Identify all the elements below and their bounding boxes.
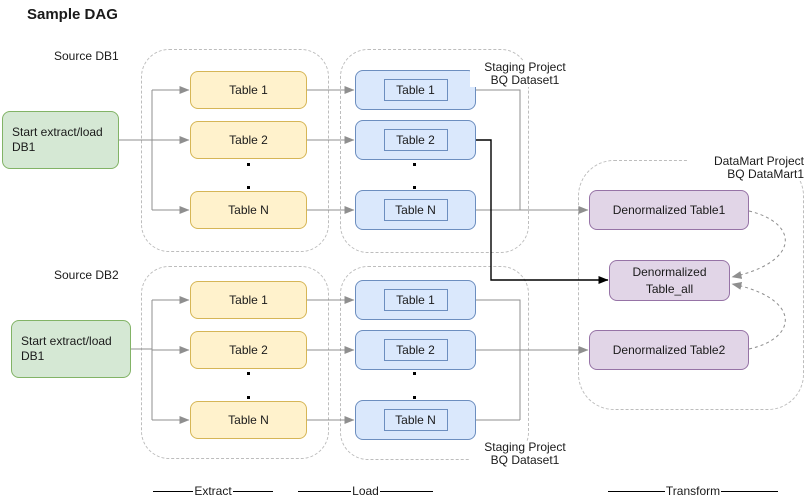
- source-db1-label: Source DB1: [54, 49, 119, 63]
- phase-load-label: Load: [352, 484, 379, 498]
- load-db1-table-n: Table N: [355, 190, 476, 230]
- load-group-db2: [340, 266, 529, 460]
- phase-line: [379, 490, 434, 492]
- staging-project-label-db1: Staging Project BQ Dataset1: [470, 61, 580, 87]
- source-db2-label: Source DB2: [54, 268, 119, 282]
- phase-line: [232, 490, 273, 492]
- load-db2-table-n: Table N: [355, 400, 476, 440]
- load-db2-table-1-inner: Table 1: [383, 289, 448, 311]
- staging-project-label-db1-line2: BQ Dataset1: [490, 73, 560, 87]
- denormalized-table-all-node: Denormalized Table_all: [609, 260, 730, 301]
- denormalized-table-all-line2: Table_all: [645, 282, 694, 297]
- ellipsis-dot: [247, 163, 250, 166]
- phase-load: Load: [298, 484, 434, 498]
- diagram-title: Sample DAG: [27, 6, 118, 23]
- phase-transform-label: Transform: [665, 484, 721, 498]
- phase-line: [608, 490, 665, 492]
- extract-db1-table-n: Table N: [190, 191, 307, 229]
- phase-line: [298, 490, 352, 492]
- ellipsis-dot: [413, 186, 416, 189]
- load-db1-table-1: Table 1: [355, 70, 476, 110]
- datamart-project-label: DataMart Project BQ DataMart1: [688, 155, 804, 181]
- load-db1-table-n-inner: Table N: [383, 199, 448, 221]
- extract-db2-table-1: Table 1: [190, 281, 307, 319]
- load-db1-table-1-inner: Table 1: [383, 79, 448, 101]
- extract-db1-table-2: Table 2: [190, 121, 307, 159]
- staging-project-label-db2: Staging Project BQ Dataset1: [470, 441, 580, 467]
- start-node-db1-line1: Start extract/load: [12, 125, 103, 139]
- load-db2-table-1: Table 1: [355, 280, 476, 320]
- start-node-db2-line1: Start extract/load: [21, 334, 112, 348]
- ellipsis-dot: [247, 372, 250, 375]
- staging-project-label-db2-line1: Staging Project: [484, 440, 566, 454]
- denormalized-table1-node: Denormalized Table1: [589, 190, 749, 230]
- load-db1-table-2-inner: Table 2: [383, 129, 448, 151]
- start-node-db1: Start extract/load DB1: [2, 111, 119, 169]
- ellipsis-dot: [413, 396, 416, 399]
- extract-db2-table-2: Table 2: [190, 331, 307, 369]
- ellipsis-dot: [247, 186, 250, 189]
- phase-extract-label: Extract: [194, 484, 232, 498]
- staging-project-label-db1-line1: Staging Project: [484, 60, 566, 74]
- extract-group-db2: [141, 266, 329, 459]
- ellipsis-dot: [413, 372, 416, 375]
- load-db2-table-2: Table 2: [355, 330, 476, 370]
- datamart-project-label-line2: BQ DataMart1: [727, 167, 804, 181]
- start-node-db2: Start extract/load DB1: [11, 320, 131, 378]
- staging-project-label-db2-line2: BQ Dataset1: [490, 453, 560, 467]
- ellipsis-dot: [247, 396, 250, 399]
- start-node-db1-line2: DB1: [12, 140, 36, 154]
- datamart-project-label-line1: DataMart Project: [713, 154, 804, 168]
- load-db2-table-2-inner: Table 2: [383, 339, 448, 361]
- phase-transform: Transform: [608, 484, 779, 498]
- start-node-db2-line2: DB1: [21, 349, 45, 363]
- extract-db1-table-1: Table 1: [190, 71, 307, 109]
- ellipsis-dot: [413, 163, 416, 166]
- denormalized-table-all-line1: Denormalized: [632, 264, 707, 279]
- phase-line: [153, 490, 194, 492]
- extract-group-db1: [141, 49, 329, 252]
- load-db1-table-2: Table 2: [355, 120, 476, 160]
- denormalized-table2-node: Denormalized Table2: [589, 330, 749, 370]
- load-db2-table-n-inner: Table N: [383, 409, 448, 431]
- phase-line: [721, 490, 779, 492]
- extract-db2-table-n: Table N: [190, 401, 307, 439]
- phase-extract: Extract: [153, 484, 273, 498]
